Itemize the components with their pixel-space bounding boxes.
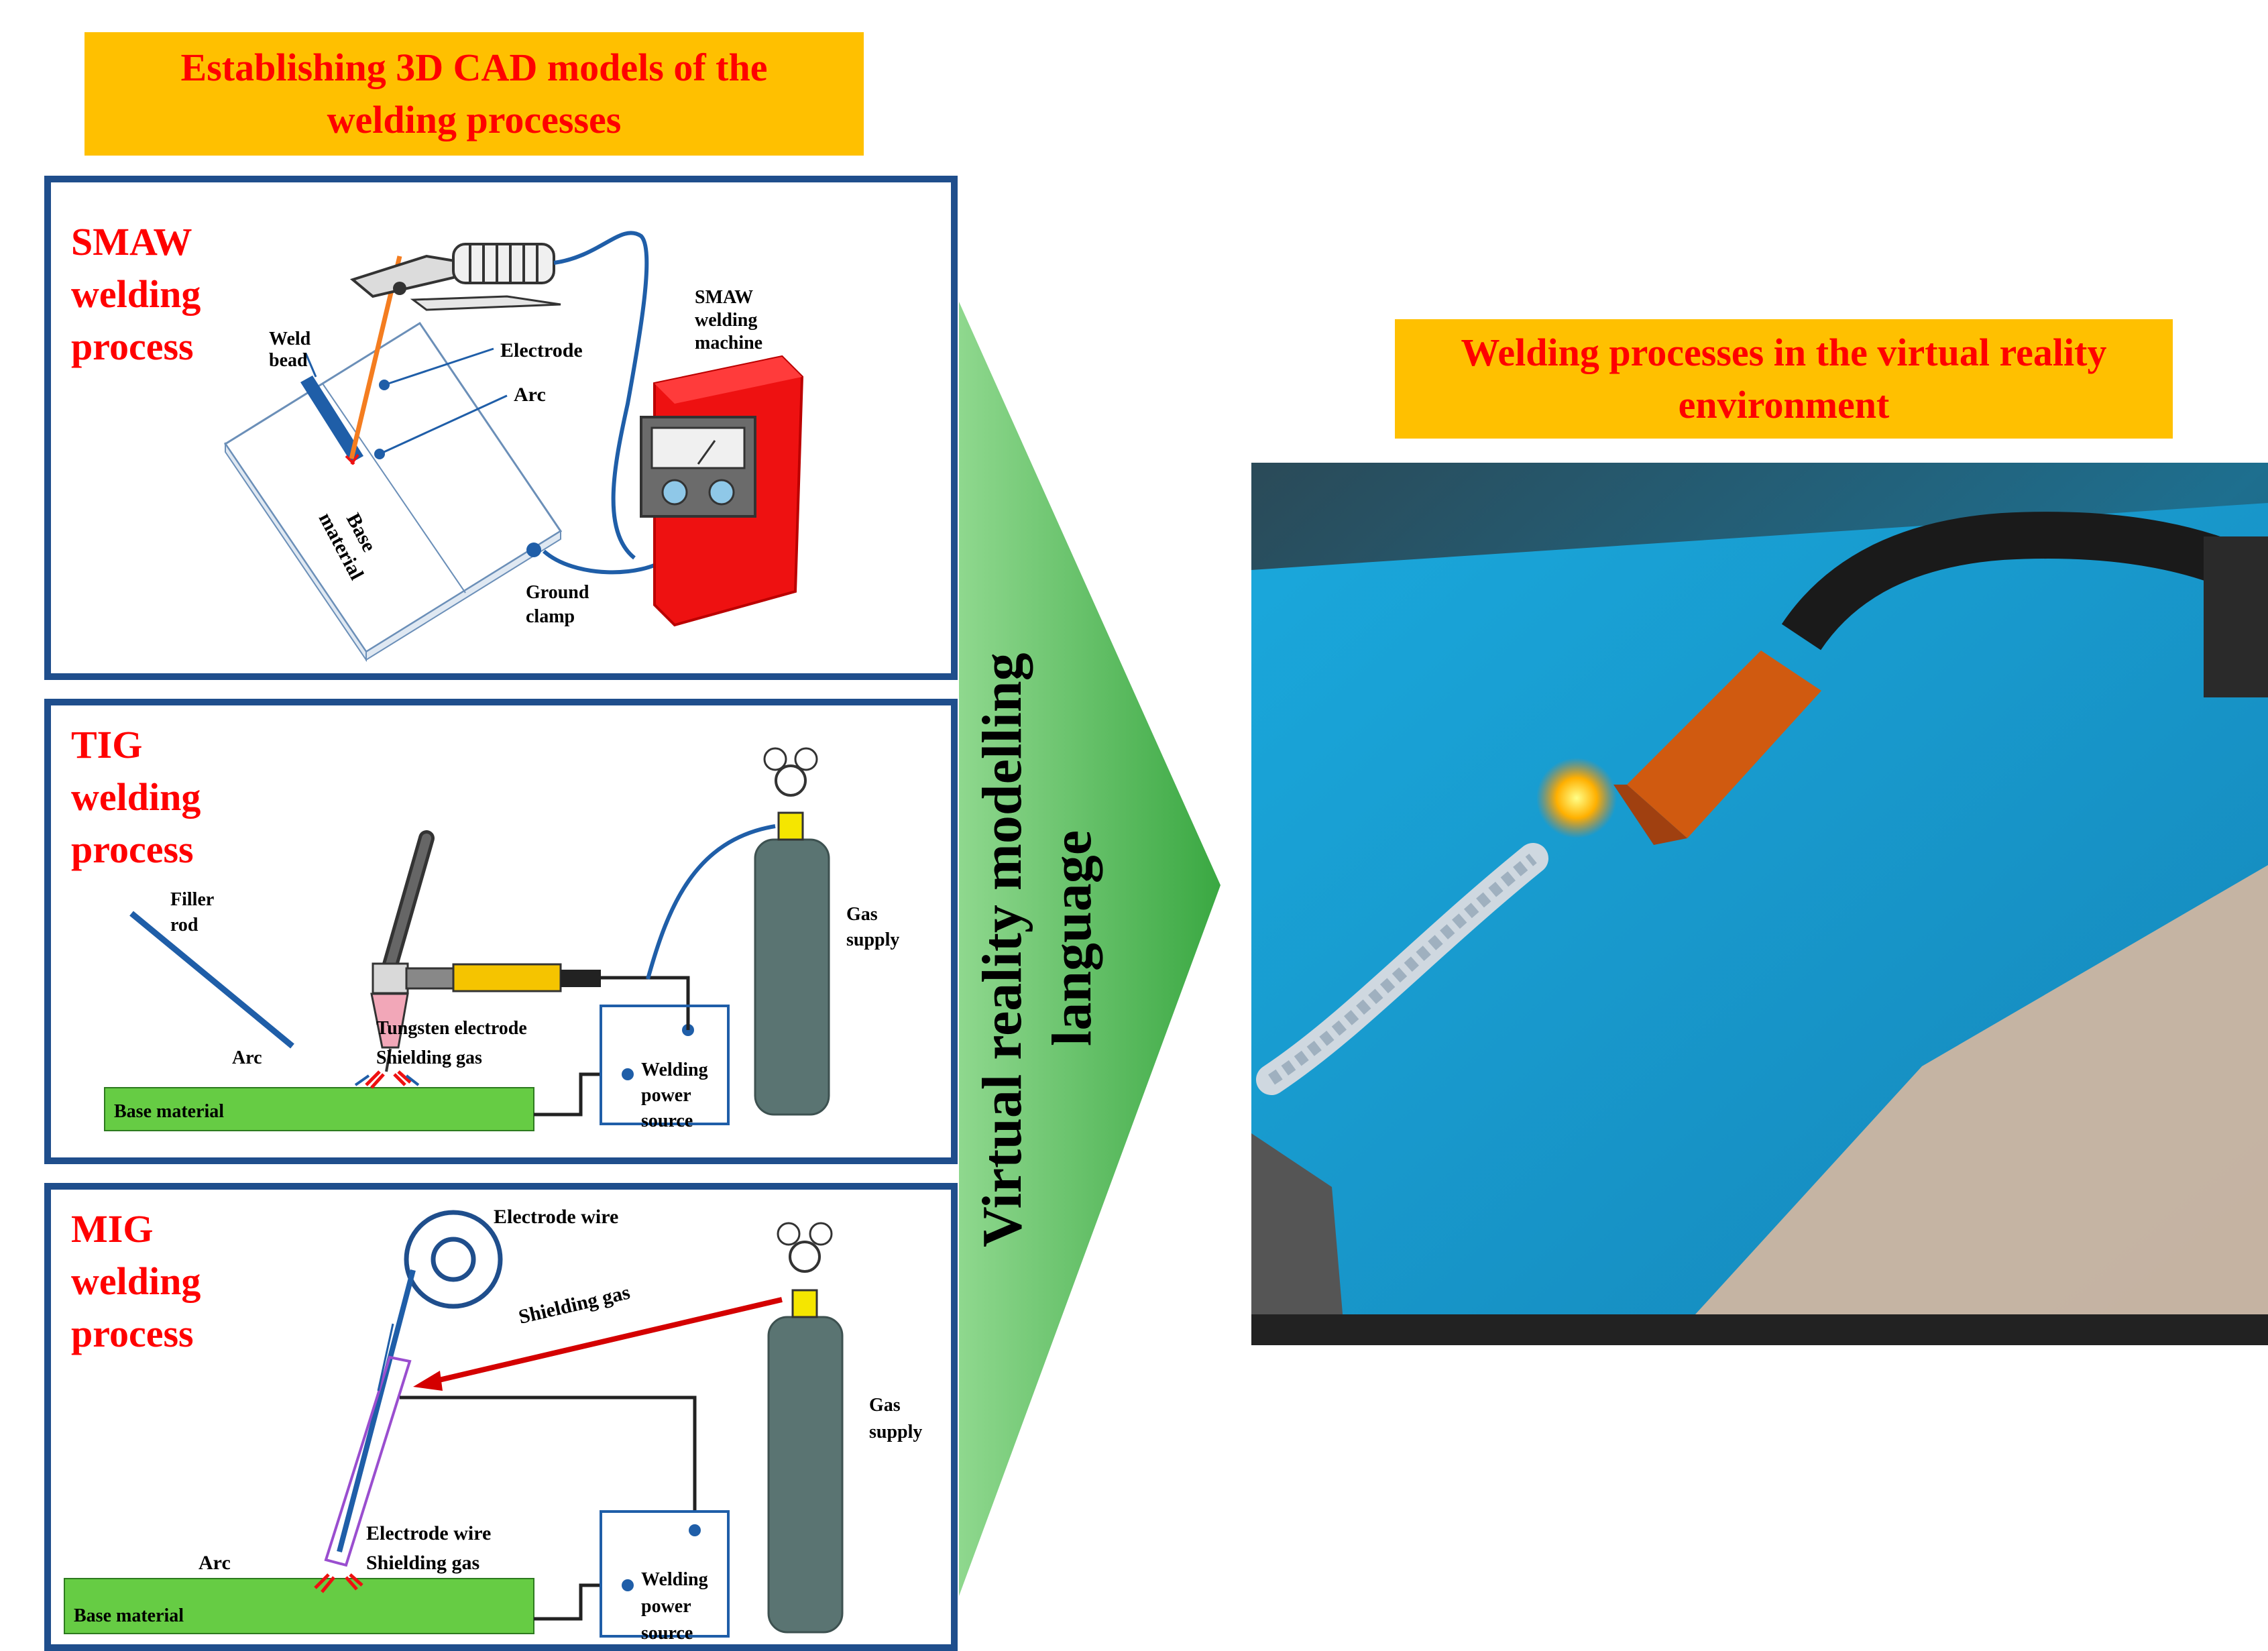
mig-power-source [600,1510,730,1638]
shielding-gas-line-label: Shielding gas [516,1282,632,1328]
mig-base-label: Base material [74,1605,184,1626]
tig-base-plate [104,1087,534,1131]
filler-rod [129,911,294,1049]
cad-banner-line1: Establishing 3D CAD models of the [180,46,768,89]
vr-environment-banner: Welding processes in the virtual reality… [1395,319,2173,439]
tig-power-source [600,1005,730,1125]
tig-base-label: Base material [114,1101,224,1122]
mig-shielding-label: Shielding gas [366,1552,479,1574]
arrow-line2: language [1041,830,1103,1046]
mig-panel: MIG welding process Base material Weldin… [44,1183,958,1651]
vr-banner-line2: environment [1678,383,1890,426]
tig-gas-cylinder [754,838,830,1116]
mig-title: MIG welding process [71,1207,201,1355]
electrode-wire [337,1269,416,1553]
electrode-label: Electrode [500,339,583,361]
tig-panel: TIG welding process Base material [44,699,958,1164]
tig-title: TIG welding process [71,723,201,871]
electrode-wire-top-label: Electrode wire [494,1206,618,1228]
torch-nozzle [1627,650,1821,838]
arrow-line1: Virtual reality modelling [971,652,1033,1247]
arc-flash [1536,758,1617,838]
mig-base-plate [64,1578,534,1634]
arc-label: Arc [514,384,546,406]
electrode-holder [349,254,469,298]
tig-shielding-label: Shielding gas [376,1047,482,1068]
arrow-shape [959,302,1221,1596]
tungsten-label: Tungsten electrode [376,1018,527,1039]
electrode-wire-label: Electrode wire [366,1522,491,1544]
tig-arc-label: Arc [232,1047,262,1068]
mig-gas-cylinder [767,1316,844,1634]
cad-models-banner: Establishing 3D CAD models of the weldin… [84,32,864,156]
smaw-panel: SMAW welding process [44,176,958,680]
smaw-title: SMAW welding process [71,220,201,368]
mig-arc-label: Arc [199,1552,231,1574]
vrml-arrow: Virtual reality modelling language [959,302,1221,1596]
weld-bead [300,376,363,463]
vr-environment-image [1251,463,2268,1345]
vr-banner-line1: Welding processes in the virtual reality [1461,331,2107,374]
cad-banner-line2: welding processes [327,98,622,141]
